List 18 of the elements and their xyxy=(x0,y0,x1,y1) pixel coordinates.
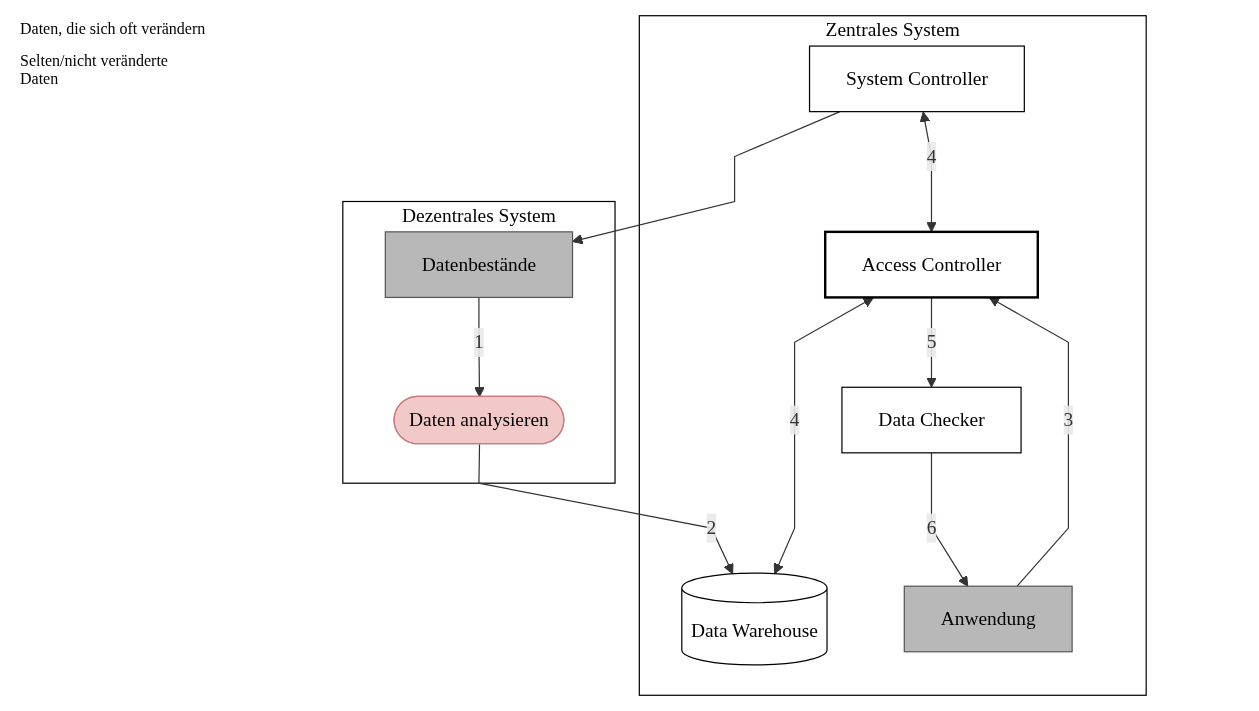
edge-label: 2 xyxy=(706,517,717,538)
node-box: Access Controller xyxy=(824,230,1039,299)
node-box: Datenbestände xyxy=(384,231,574,299)
edge-label: 4 xyxy=(926,145,937,167)
edge-label: 3 xyxy=(1063,409,1074,430)
arrow xyxy=(474,296,485,398)
edge-label: 6 xyxy=(926,517,937,538)
node-box: System Controller xyxy=(808,45,1025,113)
arrow xyxy=(572,111,841,245)
node-box: Data Checker xyxy=(841,386,1022,454)
arrow xyxy=(773,297,874,575)
note-text: Selten/nicht veränderte Daten xyxy=(20,52,169,88)
edge-label: 5 xyxy=(926,331,937,353)
arrow xyxy=(478,443,734,575)
edge-label: 1 xyxy=(474,331,484,353)
edge-label: 4 xyxy=(789,409,800,430)
node-box: Anwendung xyxy=(903,585,1073,653)
note-text: Daten, die sich oft verändern xyxy=(20,20,207,38)
